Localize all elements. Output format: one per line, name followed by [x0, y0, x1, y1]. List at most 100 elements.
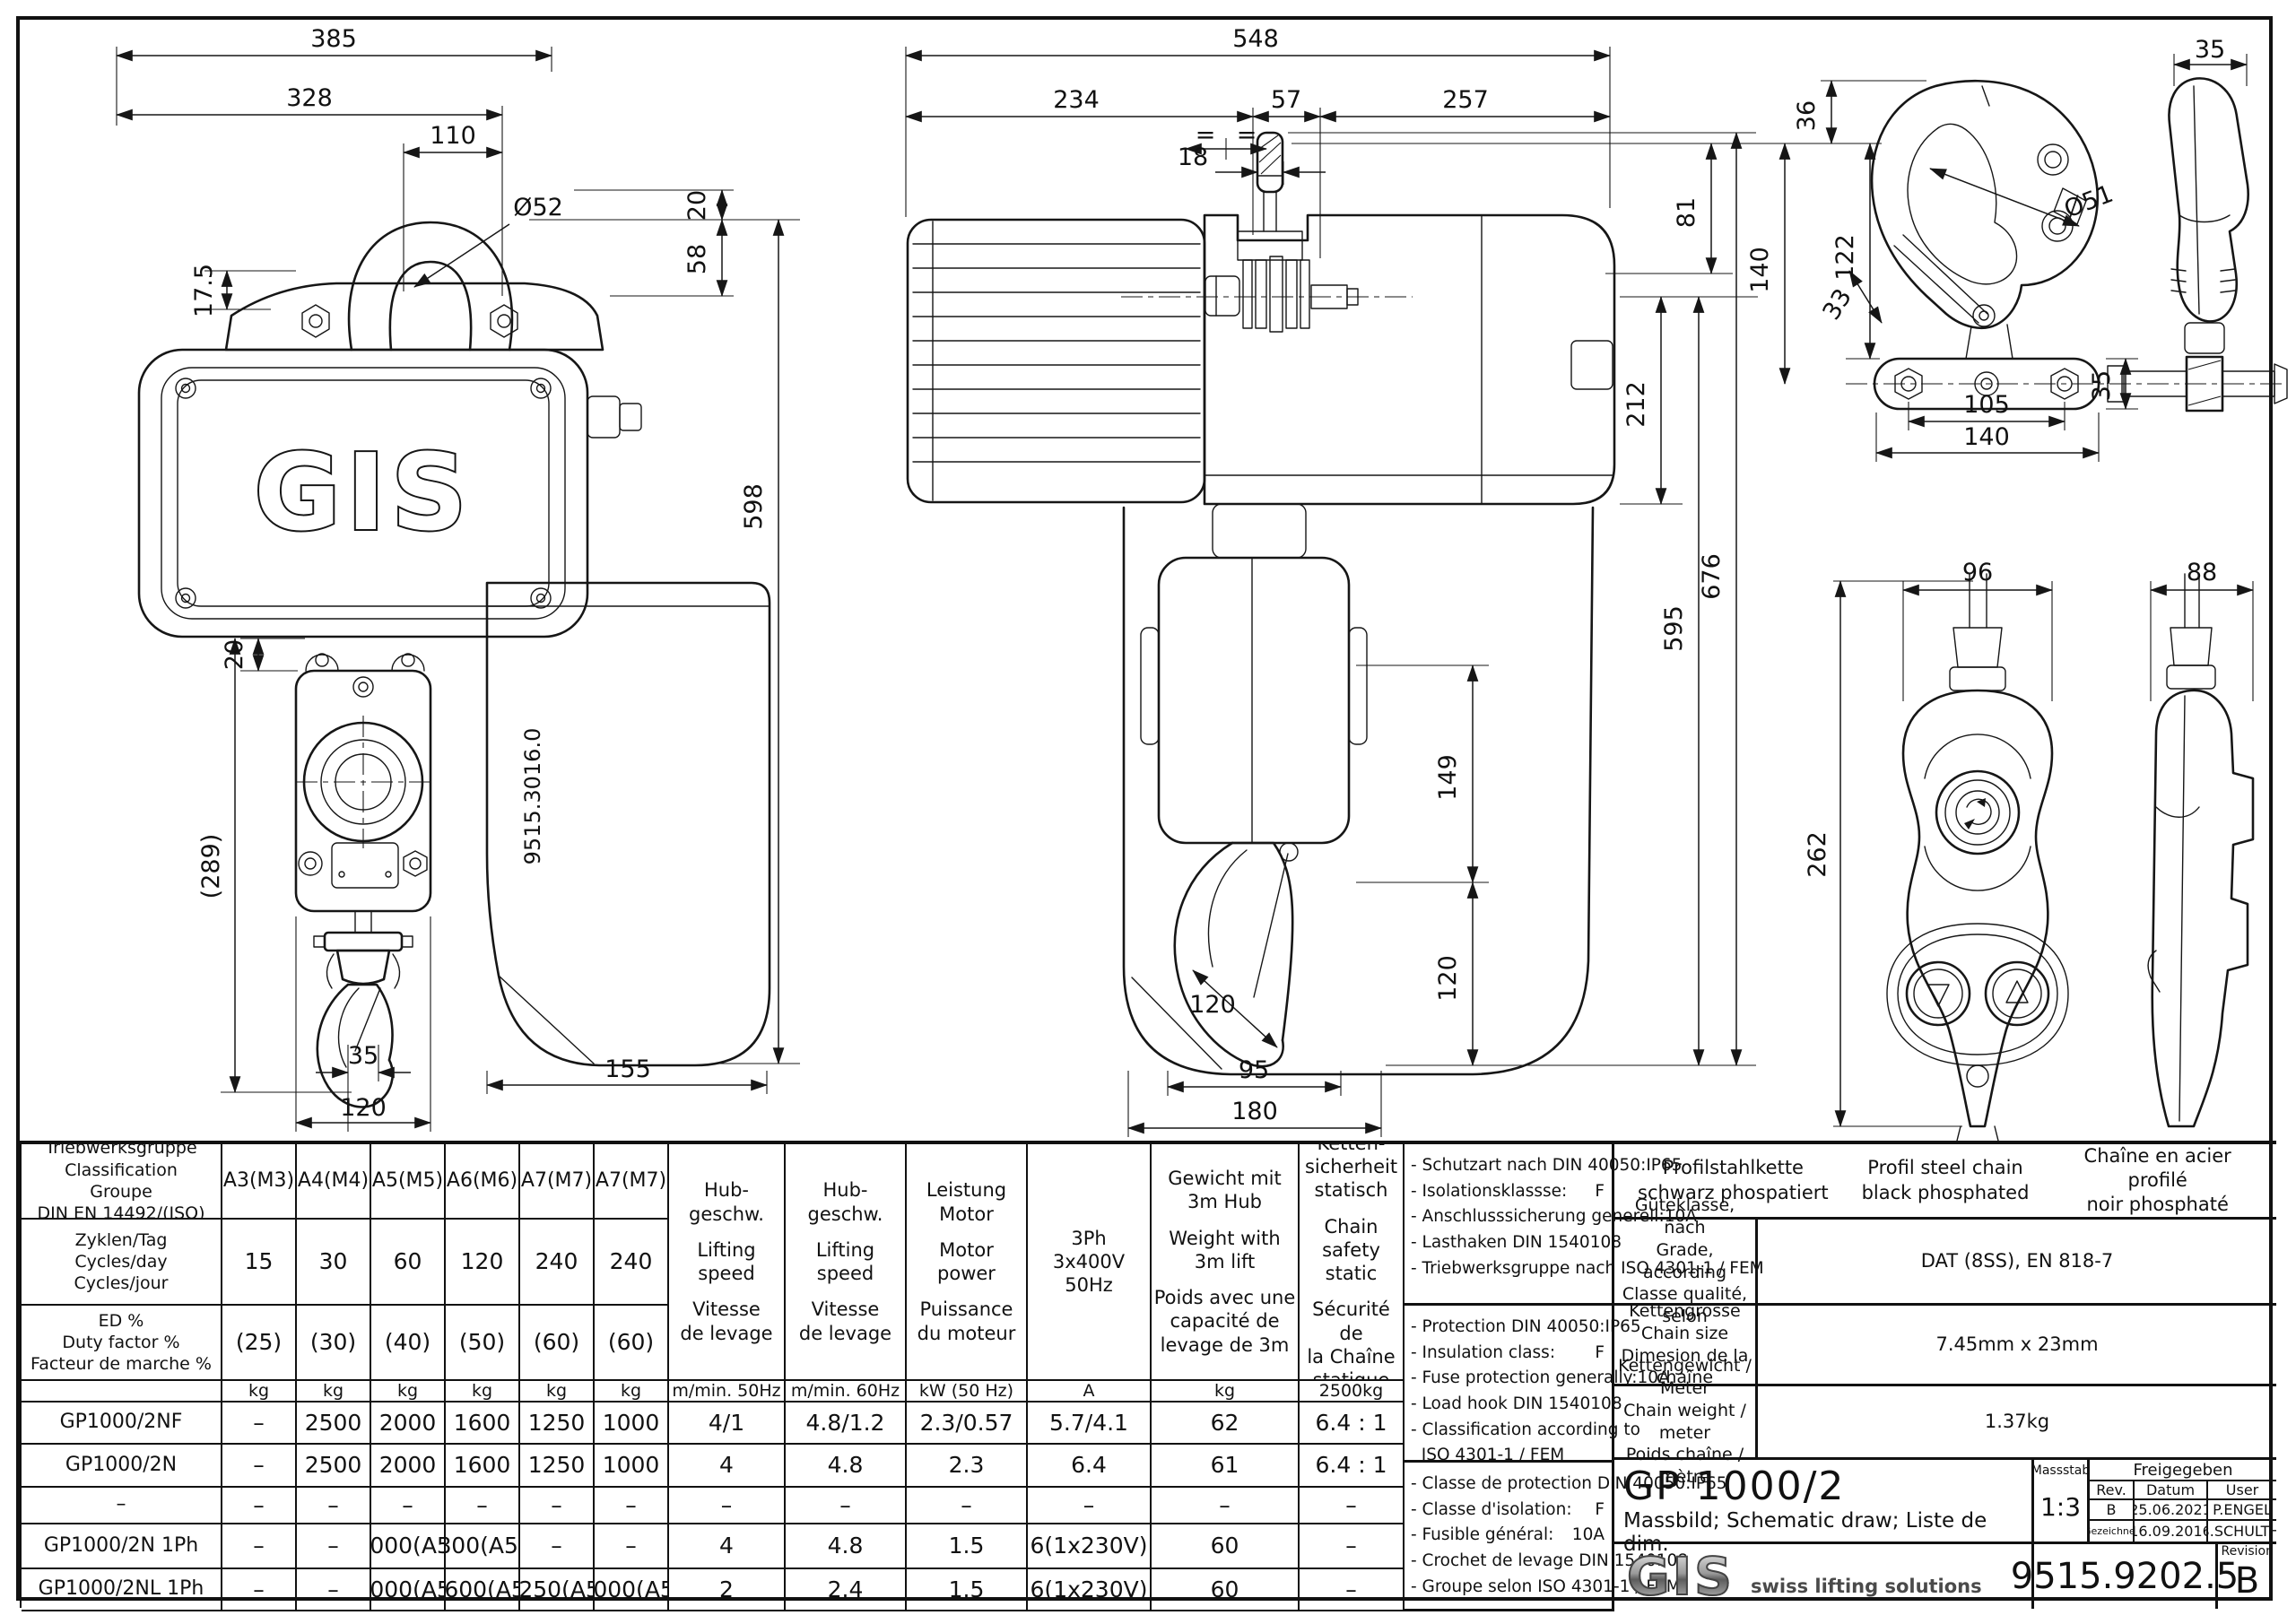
pendant-side-view [2147, 573, 2255, 1128]
spec-value: 2000 [371, 1445, 446, 1488]
drawing-number: 9515.9202.5 [2011, 1544, 2239, 1609]
dim-label: 595 [1660, 605, 1688, 652]
dim-label: 110 [430, 122, 476, 150]
note-block-1: - Schutzart nach DIN 40050:IP65- Isolati… [1403, 1144, 1764, 1306]
dim-label: 105 [1963, 391, 2010, 419]
dim-label: 20 [683, 190, 711, 221]
dim-label: 120 [1434, 955, 1462, 1002]
title-block-upper: GP 1000/2 Massbild; Schematic draw; List… [1614, 1460, 2276, 1556]
spec-value: – [222, 1403, 297, 1445]
sheet-border [16, 16, 2273, 1601]
approval-cell: B [2090, 1500, 2135, 1519]
unit-cell: 2500kg [1300, 1381, 1405, 1403]
spec-value: – [446, 1488, 520, 1524]
spec-value: 1.5 [907, 1524, 1028, 1569]
dim-label: 35 [2195, 36, 2225, 64]
technical-drawing: 3853281102058598Ø5217.5GIS20(289)9515.30… [116, 25, 2288, 1142]
unit-cell: kg [446, 1381, 520, 1403]
dim-label: 140 [1963, 423, 2010, 451]
duty-value: (25) [222, 1306, 297, 1381]
revision-cell: Revision B [2218, 1544, 2276, 1609]
note-line: - Insulation class:F [1411, 1342, 1605, 1362]
dim-label: 88 [2187, 559, 2217, 586]
note-line: - Classe de protection DIN 40050:IP65 [1411, 1474, 1727, 1493]
spec-value: – [222, 1488, 297, 1524]
dim-label: 262 [1804, 831, 1831, 878]
spec-value: 1.5 [907, 1569, 1028, 1611]
spec-value: 2.3 [907, 1445, 1028, 1488]
dim-label: 598 [740, 483, 768, 530]
spec-value: – [297, 1488, 371, 1524]
dim-label: 180 [1231, 1098, 1278, 1125]
dim-label: (289) [197, 834, 225, 899]
unit-cell: m/min. 50Hz [669, 1381, 786, 1403]
gis-logo: GIS [1626, 1545, 1735, 1608]
spec-value: 4.8 [786, 1445, 907, 1488]
dim-label: 155 [604, 1055, 651, 1083]
spec-value: 1000(A5) [595, 1569, 669, 1611]
dim-label: 81 [1673, 197, 1700, 228]
drawing-subtitle: Massbild; Schematic draw; Liste de dim. [1623, 1509, 1987, 1556]
spec-value: 4/1 [669, 1403, 786, 1445]
revision-label: Revision [2221, 1544, 2274, 1559]
dim-label: 35 [348, 1042, 378, 1070]
dim-label: 385 [310, 25, 357, 53]
approval-col-header: Datum [2135, 1481, 2208, 1498]
dim-label: 149 [1434, 754, 1462, 801]
note-line: - Classe d'isolation:F [1411, 1499, 1605, 1519]
spec-value: – [1300, 1524, 1405, 1569]
spec-value: 6(1x230V) [1028, 1569, 1152, 1611]
spec-value: 2 [669, 1569, 786, 1611]
spec-value: 2500 [297, 1445, 371, 1488]
g-i-s-housing-logo: GIS [254, 430, 473, 554]
dim-label: 140 [1746, 247, 1774, 293]
dim-label: 122 [1831, 234, 1859, 281]
approval-cell: 16.09.2016 [2135, 1521, 2208, 1541]
spec-value: – [595, 1488, 669, 1524]
hook-side-view [2107, 54, 2288, 413]
spec-value: 4.8/1.2 [786, 1403, 907, 1445]
dimension-labels: 3853281102058598Ø5217.5GIS20(289)9515.30… [190, 25, 2225, 1125]
dim-label: 17.5 [190, 264, 218, 317]
note-line: - Classification according to [1411, 1420, 1640, 1439]
cycles-value: 240 [595, 1220, 669, 1306]
spec-value: 1250(A5) [520, 1569, 595, 1611]
title-block-lower: GIS swiss lifting solutions 9515.9202.5 … [1614, 1544, 2276, 1609]
dim-label: 58 [683, 244, 711, 274]
spec-value: – [786, 1488, 907, 1524]
spec-value: 6.4 : 1 [1300, 1445, 1405, 1488]
note-line: - Fuse protection generally:10A [1411, 1368, 1670, 1388]
unit-cell: kg [1152, 1381, 1300, 1403]
unit-cell: kg [222, 1381, 297, 1403]
cycles-value: 30 [297, 1220, 371, 1306]
spec-value: – [907, 1488, 1028, 1524]
spec-value: 2000(A5) [371, 1569, 446, 1611]
dim-label: 234 [1053, 86, 1100, 114]
notes-column: - Schutzart nach DIN 40050:IP65- Isolati… [1403, 1141, 1764, 1611]
approval-cell: P.ENGEL [2213, 1501, 2272, 1518]
spec-value: – [297, 1569, 371, 1611]
dim-label: = [1196, 121, 1216, 149]
duty-value: (50) [446, 1306, 520, 1381]
note-block-2: - Protection DIN 40050:IP65- Insulation … [1403, 1306, 1670, 1464]
dim-label: 18 [1178, 143, 1208, 171]
duty-value: (60) [595, 1306, 669, 1381]
chain-weight-value: 1.37kg [1984, 1410, 2050, 1432]
cycles-value: 60 [371, 1220, 446, 1306]
model-name: GP1000/2NF [22, 1403, 222, 1445]
company-logo-cell: GIS swiss lifting solutions [1614, 1544, 2034, 1609]
dim-label: 120 [1189, 991, 1236, 1019]
model-name: GP1000/2N [22, 1445, 222, 1488]
